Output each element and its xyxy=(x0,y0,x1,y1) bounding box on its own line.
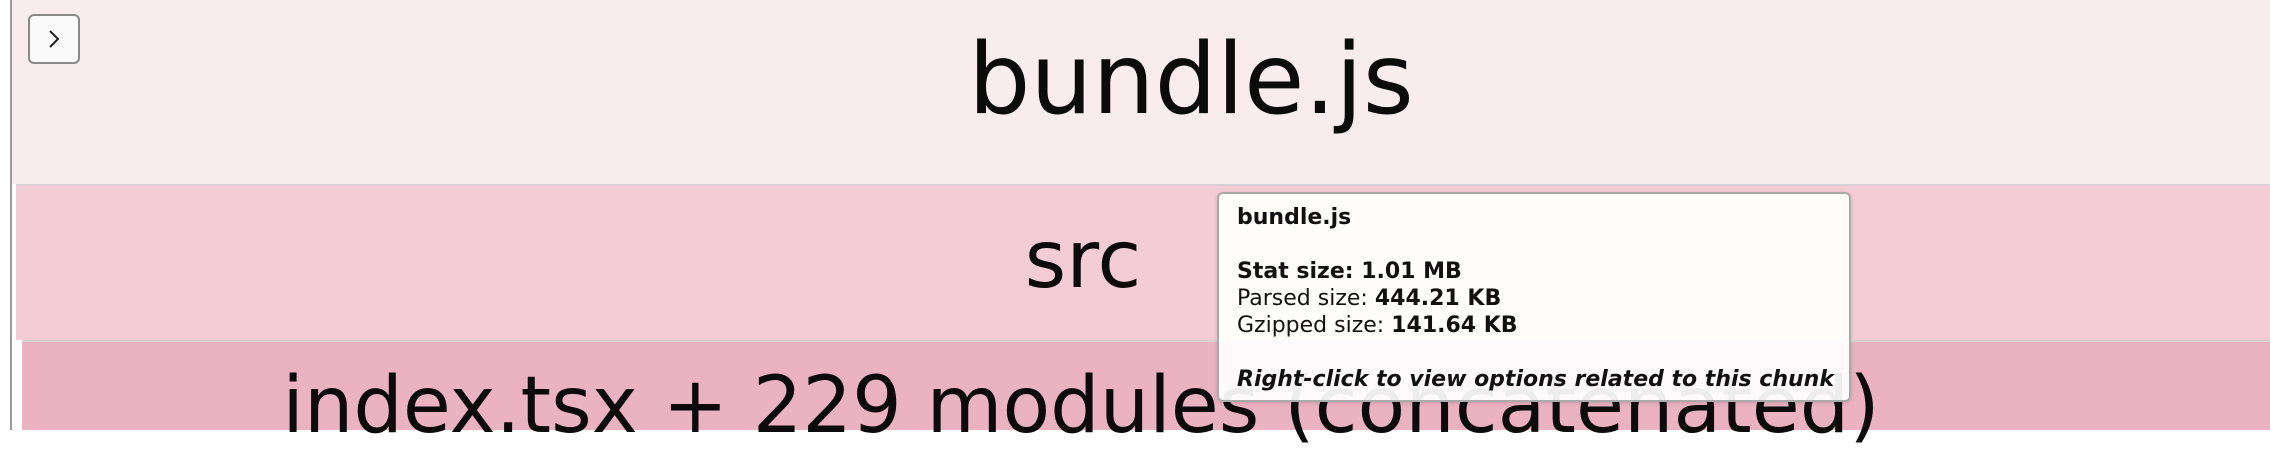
treemap: bundle.js src index.tsx + 229 modules (c… xyxy=(12,0,2270,451)
gzipped-size-row: Gzipped size: 141.64 KB xyxy=(1237,312,1831,339)
parsed-size-label: Parsed size: xyxy=(1237,286,1368,311)
gzipped-size-value: 141.64 KB xyxy=(1391,313,1518,338)
tooltip-hint: Right-click to view options related to t… xyxy=(1237,367,1834,392)
sidebar-toggle-button[interactable] xyxy=(28,14,80,64)
parsed-size-value: 444.21 KB xyxy=(1374,286,1502,311)
stat-size-row: Stat size: 1.01 MB xyxy=(1237,258,1831,285)
treemap-cell-label: src xyxy=(1024,213,1142,306)
sidebar-edge xyxy=(0,0,12,430)
treemap-cell-label: index.tsx + 229 modules (concatenated) xyxy=(282,361,1880,451)
tooltip-title: bundle.js xyxy=(1237,205,1352,230)
chevron-right-icon xyxy=(49,30,60,48)
chunk-tooltip: bundle.js Stat size: 1.01 MB Parsed size… xyxy=(1217,192,1851,402)
treemap-cell-label: bundle.js xyxy=(968,23,1414,137)
stat-size-label: Stat size: xyxy=(1237,259,1354,284)
treemap-cell-src[interactable]: src xyxy=(16,184,2270,340)
treemap-cell-bundle[interactable]: bundle.js xyxy=(12,0,2270,184)
stat-size-value: 1.01 MB xyxy=(1361,259,1462,284)
parsed-size-row: Parsed size: 444.21 KB xyxy=(1237,285,1831,312)
gzipped-size-label: Gzipped size: xyxy=(1237,313,1385,338)
treemap-cell-module[interactable]: index.tsx + 229 modules (concatenated) xyxy=(22,340,2270,451)
